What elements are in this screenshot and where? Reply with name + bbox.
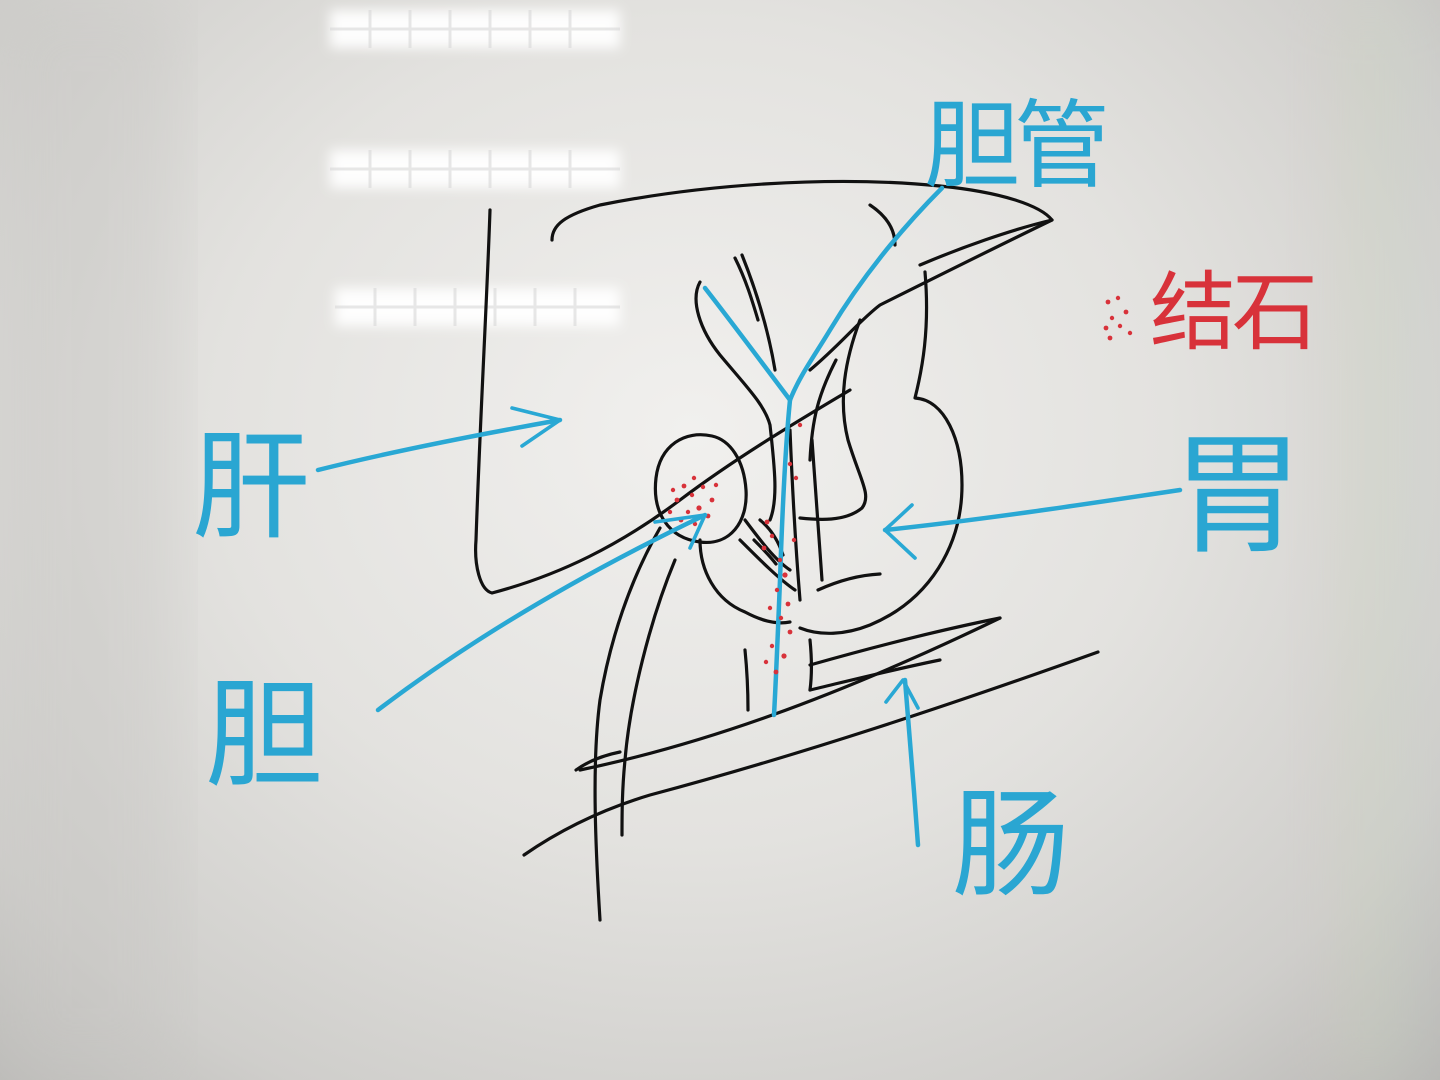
gallbladder-arrow [375, 512, 708, 713]
stomach-arrow [882, 487, 1183, 560]
bile-duct-line [702, 185, 945, 718]
liver-label: 肝 [192, 418, 311, 556]
liver-outline [474, 179, 1054, 595]
liver-arrow [315, 406, 563, 473]
bile-duct-label: 胆管 [924, 90, 1110, 202]
stone-legend-mark [1103, 295, 1133, 341]
gallbladder-label: 胆 [205, 666, 324, 804]
intestine-label: 肠 [952, 776, 1071, 914]
stomach-outline [733, 253, 964, 635]
gallbladder-outline [653, 280, 824, 712]
stone-dots [667, 422, 803, 675]
stone-label: 结石 [1150, 263, 1318, 363]
stomach-label: 胃 [1172, 419, 1304, 573]
intestine-arrow [884, 677, 921, 848]
intestine-outline [522, 526, 1100, 922]
